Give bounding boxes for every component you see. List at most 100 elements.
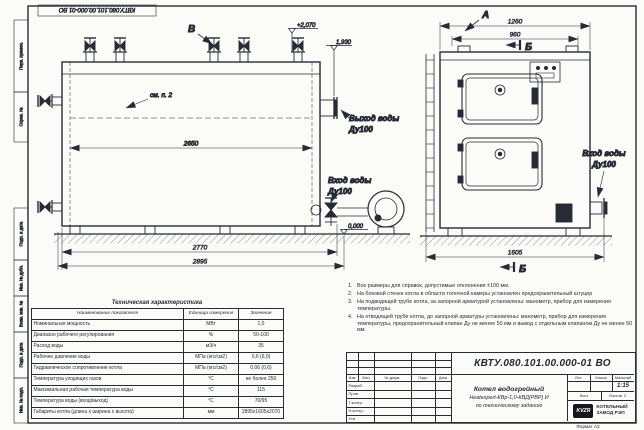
side-nozzle-valve [37, 200, 63, 214]
tb-grid-line [347, 389, 451, 391]
tech-table-title: Техническая характеристика [111, 300, 203, 306]
note-number: 4. [348, 313, 353, 320]
tb-rev-col: № докум. [384, 375, 401, 380]
tech-cell-unit: °С [183, 396, 239, 408]
tb-product-name: Котел водогрейный Heatexpert-КВр-1,0-КВД… [451, 374, 567, 421]
tb-grid-line [411, 353, 412, 422]
margin-label: Перв. примен. [19, 42, 24, 70]
tb-grid-line [374, 353, 375, 422]
inlet-callout-line1: Вход воды [328, 176, 371, 185]
note-number: 1. [348, 283, 353, 289]
outlet-callout-line2: Ду100 [348, 125, 373, 134]
tech-characteristics: Техническая характеристика Наименование … [31, 300, 284, 419]
note-number: 3. [348, 298, 353, 305]
see-note-label: см. п. 2 [150, 92, 173, 99]
outlet-callout-line1: Выход воды [349, 114, 399, 123]
dim-1605-label: 1605 [508, 250, 523, 257]
tb-sheet-label: Лист [579, 393, 589, 398]
note-text: На отводящей трубе котла, до запорной ар… [357, 313, 633, 334]
tb-sig-row: Утв. [348, 415, 357, 421]
tb-grid-line [347, 374, 451, 375]
notes-block: 1. Все размеры для справок, допустимые от… [348, 283, 636, 335]
note-item: 1. Все размеры для справок, допустимые от… [348, 283, 636, 290]
top-nozzle-valve [113, 37, 127, 63]
tb-product-line2: Heatexpert-КВр-1,0-КВД(РВР) И [469, 395, 549, 401]
tb-grid-line [347, 367, 451, 368]
tb-rev-col: Лист [362, 375, 370, 380]
tb-sig-row: Т.контр. [348, 399, 364, 405]
boiler-front-view: 1260 960 1605 Б Б [420, 10, 626, 275]
side-view-supports [54, 225, 410, 244]
top-nozzle-valve [237, 37, 251, 63]
tb-grid-line [567, 374, 568, 422]
top-rotated-stamp: КВТУ.080.101.00.000-01 ВО [37, 4, 157, 17]
tb-grid-line [347, 415, 451, 416]
tb-grid-line [451, 353, 452, 422]
tech-cell-value: 50-100 [238, 330, 284, 342]
note-number: 2. [348, 290, 353, 297]
tb-grid-line [347, 381, 451, 382]
note-item: 2.На боковой стенке котла в области топо… [348, 291, 636, 298]
tech-col-unit: Единица измерения [183, 308, 239, 320]
boiler-side-view: 2650 [37, 23, 410, 270]
tech-cell-name: Максимальная рабочая температура воды [31, 385, 184, 397]
side-view-dimensions: 2770 2895 [57, 224, 345, 270]
ladder [425, 54, 435, 232]
tech-cell-unit: % [183, 330, 239, 342]
right-inlet-callout-line2: Ду100 [591, 160, 616, 169]
tech-cell-value: 70/95 [238, 396, 284, 408]
section-b-marker-top: Б [505, 40, 533, 53]
upper-door [457, 73, 543, 125]
tech-cell-value: 35 [238, 341, 284, 353]
equipment-block [555, 203, 573, 223]
tech-cell-unit: °С [183, 374, 239, 386]
section-b-marker-bottom: Б [499, 262, 527, 275]
tb-scale-label: Масштаб [614, 375, 632, 380]
outlet-callout: Выход воды Ду100 [340, 109, 400, 134]
tech-row: Габариты котла (длина х ширина х высота)… [31, 407, 284, 419]
see-note-callout: см. п. 2 [125, 92, 173, 109]
tech-col-name: Наименование показателя [31, 308, 184, 320]
right-inlet-callout: Вход воды Ду100 [582, 149, 626, 198]
company-name-line2: ЗАВОД РЭП [596, 410, 625, 416]
tech-cell-unit: МПа (кгс/см2) [183, 363, 239, 375]
tb-company: KVZR КОТЕЛЬНЫЙ ЗАВОД РЭП [567, 400, 634, 421]
dim-960-label: 960 [510, 32, 521, 39]
side-nozzle-valve [37, 94, 63, 108]
tech-cell-unit: МВт [183, 319, 239, 331]
tech-cell-value: 1,0 [238, 319, 284, 331]
note-item: 4. На отводящей трубе котла, до запорной … [348, 314, 636, 335]
dim-1260-label: 1260 [508, 19, 523, 26]
margin-label: Взам. инв. № [19, 301, 24, 327]
tb-sheets-label: Листов [608, 393, 622, 398]
tech-cell-value: 0,06 (0,6) [238, 363, 284, 375]
tb-grid-line [347, 398, 451, 399]
tech-header-row: Наименование показателя Единица измерени… [31, 308, 284, 320]
view-a-marker: А [464, 10, 490, 32]
tech-row: Диапазон рабочего регулирования%50-100 [31, 330, 284, 342]
tb-sheets-value: 2 [623, 393, 627, 398]
company-name-line1: КОТЕЛЬНЫЙ [596, 404, 628, 410]
elevation-mark-top: +2,070 [287, 23, 318, 52]
tb-grid-line [601, 391, 602, 400]
tech-cell-value: 115 [238, 385, 284, 397]
tech-col-value: Значение [238, 308, 284, 320]
tb-sig-row: Разраб. [348, 382, 363, 388]
tb-grid-line [567, 391, 634, 392]
right-inlet-callout-line1: Вход воды [582, 149, 625, 158]
tech-cell-value: 2895х1605х2070 [238, 407, 284, 419]
tb-scale-value: 1:15 [616, 383, 629, 389]
margin-label: Инв. № дубл. [19, 265, 24, 291]
note-text: Все размеры для справок, допустимые откл… [357, 283, 510, 289]
tech-cell-unit: м3/ч [183, 341, 239, 353]
tech-cell-unit: °С [183, 385, 239, 397]
tb-lit-label: Лит. [575, 375, 582, 380]
inlet-callout: Вход воды Ду100 [327, 176, 372, 203]
format-label: Формат А3 [576, 424, 600, 429]
right-inlet-nozzle [589, 198, 608, 218]
front-view-supports [420, 227, 612, 246]
